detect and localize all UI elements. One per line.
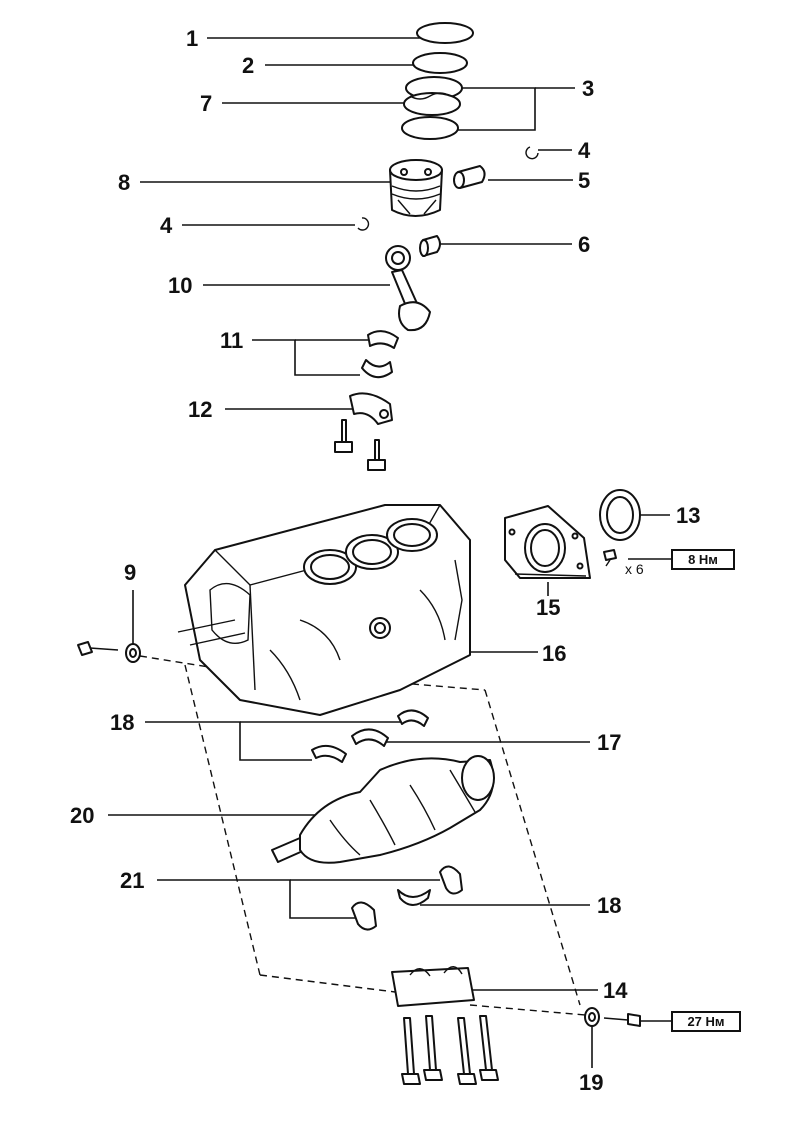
callout-1: 1 <box>186 26 198 51</box>
leader-lines <box>108 37 672 1068</box>
callout-20: 20 <box>70 803 94 828</box>
callout-17: 17 <box>597 730 621 755</box>
thrust-washer-a <box>439 865 463 895</box>
small-end-bushing <box>419 235 441 257</box>
rear-oil-seal <box>599 489 641 541</box>
piston-pin-snap-ring-right <box>525 146 539 160</box>
washer-right <box>584 1007 600 1027</box>
crankshaft <box>271 755 495 864</box>
side-bolt-right <box>603 1013 641 1027</box>
torque-seal-value: 8 Нм <box>688 552 718 567</box>
callout-19: 19 <box>579 1070 603 1095</box>
callout-14: 14 <box>603 978 628 1003</box>
seal-bolt-count: x 6 <box>625 561 644 577</box>
callout-12: 12 <box>188 397 212 422</box>
callout-8: 8 <box>118 170 130 195</box>
main-bearing-upper-b <box>351 728 389 747</box>
connecting-rod <box>385 245 431 332</box>
washer-left <box>125 643 141 663</box>
callout-2: 2 <box>242 53 254 78</box>
assembly-dashed-lines <box>139 655 586 1016</box>
thrust-washer-b <box>351 901 377 931</box>
cylinder-block <box>177 504 471 716</box>
piston-pin <box>453 165 486 189</box>
callout-10: 10 <box>168 273 192 298</box>
callout-4b: 4 <box>160 213 173 238</box>
piston <box>389 159 443 217</box>
callout-6: 6 <box>578 232 590 257</box>
compression-ring-2 <box>412 52 468 74</box>
retainer-bolt <box>603 549 617 567</box>
rod-cap-bolts <box>334 419 386 471</box>
callout-9: 9 <box>124 560 136 585</box>
rear-seal-retainer <box>504 505 591 579</box>
torque-cap-value: 27 Нм <box>687 1014 724 1029</box>
torque-box-seal: 8 Нм <box>671 549 735 570</box>
callout-3: 3 <box>582 76 594 101</box>
main-bearing-upper-c <box>311 744 347 763</box>
torque-box-cap: 27 Нм <box>640 1011 741 1032</box>
callout-7: 7 <box>200 91 212 116</box>
callout-11: 11 <box>220 328 243 353</box>
callout-5: 5 <box>578 168 590 193</box>
main-bearing-cap <box>391 966 475 1007</box>
main-bearing-upper-a <box>397 709 429 727</box>
callout-18b: 18 <box>597 893 621 918</box>
main-cap-bolts <box>401 1015 499 1085</box>
main-bearing-lower-a <box>397 889 431 906</box>
callout-15: 15 <box>536 595 560 620</box>
callout-21: 21 <box>120 868 144 893</box>
callout-4a: 4 <box>578 138 591 163</box>
callout-18a: 18 <box>110 710 134 735</box>
piston-pin-snap-ring-left <box>357 217 370 231</box>
callout-numbers: 1 2 3 4 4 5 6 7 8 9 10 11 12 13 14 15 16… <box>70 26 700 1095</box>
side-bolt-left <box>77 641 119 656</box>
connecting-rod-bearing-lower <box>361 359 393 379</box>
connecting-rod-cap <box>349 392 393 425</box>
compression-ring-1 <box>416 22 474 44</box>
callout-13: 13 <box>676 503 700 528</box>
oil-ring-set <box>401 76 463 140</box>
connecting-rod-bearing-upper <box>367 330 399 349</box>
callout-16: 16 <box>542 641 566 666</box>
